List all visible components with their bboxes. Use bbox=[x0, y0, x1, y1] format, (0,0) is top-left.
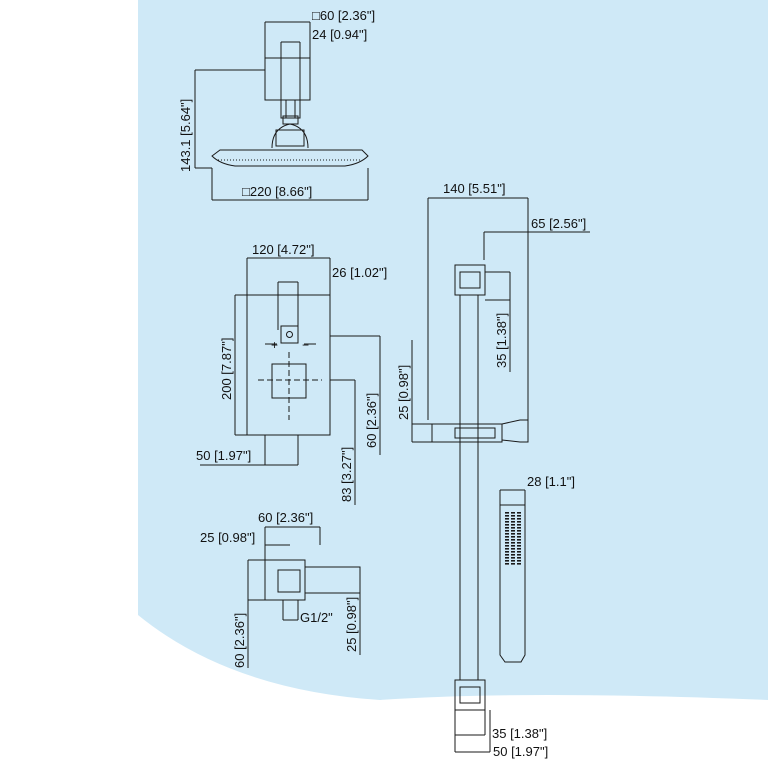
label-outlet-depth: 25 [0.98"] bbox=[344, 597, 359, 652]
label-head-square: □220 [8.66"] bbox=[242, 184, 312, 199]
spray-hole bbox=[511, 557, 515, 559]
spray-hole bbox=[517, 542, 521, 544]
spray-hole bbox=[505, 533, 509, 535]
label-bar-offset: 65 [2.56"] bbox=[531, 216, 586, 231]
spray-hole bbox=[517, 539, 521, 541]
valve-plate-drawing bbox=[200, 257, 381, 505]
spray-hole bbox=[517, 554, 521, 556]
spray-hole bbox=[517, 527, 521, 529]
spray-hole bbox=[511, 530, 515, 532]
spray-hole bbox=[511, 521, 515, 523]
spray-hole bbox=[517, 512, 521, 514]
spray-hole bbox=[517, 536, 521, 538]
spray-hole bbox=[511, 551, 515, 553]
spray-hole bbox=[505, 563, 509, 565]
spray-hole bbox=[511, 536, 515, 538]
shower-head-drawing bbox=[194, 21, 369, 201]
spray-hole bbox=[511, 545, 515, 547]
spray-hole bbox=[505, 542, 509, 544]
label-handset-width: 28 [1.1"] bbox=[527, 474, 575, 489]
label-minus: − bbox=[302, 338, 309, 352]
label-bar-width: 140 [5.51"] bbox=[443, 181, 505, 196]
spray-hole bbox=[505, 548, 509, 550]
spray-hole bbox=[511, 542, 515, 544]
spray-hole bbox=[511, 524, 515, 526]
label-bottom-width: 50 [1.97"] bbox=[493, 744, 548, 759]
spray-hole bbox=[505, 524, 509, 526]
spray-hole bbox=[517, 515, 521, 517]
spray-hole bbox=[517, 530, 521, 532]
spray-hole bbox=[511, 548, 515, 550]
spray-hole bbox=[505, 539, 509, 541]
spray-hole bbox=[517, 551, 521, 553]
label-lower-offset: 60 [2.36"] bbox=[364, 393, 379, 448]
spray-hole bbox=[511, 533, 515, 535]
spray-hole bbox=[511, 518, 515, 520]
label-bottom-bracket: 35 [1.38"] bbox=[492, 726, 547, 741]
label-plate-depth: 83 [3.27"] bbox=[339, 447, 354, 502]
label-arm-width: 24 [0.94"] bbox=[312, 27, 367, 42]
spray-hole bbox=[511, 554, 515, 556]
spray-hole bbox=[511, 527, 515, 529]
spray-hole bbox=[505, 527, 509, 529]
spray-hole bbox=[505, 551, 509, 553]
label-outlet-offset: 25 [0.98"] bbox=[200, 530, 255, 545]
spray-hole bbox=[505, 554, 509, 556]
spray-hole bbox=[517, 533, 521, 535]
spray-hole bbox=[505, 545, 509, 547]
spray-hole bbox=[517, 563, 521, 565]
label-plate-width: 120 [4.72"] bbox=[252, 242, 314, 257]
spray-hole bbox=[505, 560, 509, 562]
label-plus: + bbox=[271, 338, 278, 352]
spray-hole bbox=[517, 548, 521, 550]
label-plate-bottom: 50 [1.97"] bbox=[196, 448, 251, 463]
spray-hole bbox=[517, 560, 521, 562]
spray-hole bbox=[505, 536, 509, 538]
label-holder-height: 25 [0.98"] bbox=[396, 365, 411, 420]
slide-bar-drawing bbox=[411, 197, 590, 753]
label-outlet-thread: G1/2" bbox=[300, 610, 333, 625]
spray-hole bbox=[511, 560, 515, 562]
dimension-labels: □60 [2.36"] 24 [0.94"] 143.1 [5.64"] □22… bbox=[178, 8, 586, 759]
spray-hole bbox=[511, 512, 515, 514]
label-knob-offset: 26 [1.02"] bbox=[332, 265, 387, 280]
spray-hole bbox=[511, 563, 515, 565]
label-outlet-height: 60 [2.36"] bbox=[232, 613, 247, 668]
spray-hole bbox=[517, 518, 521, 520]
spray-hole bbox=[511, 539, 515, 541]
background-panel bbox=[138, 0, 768, 700]
handset-spray-pattern bbox=[505, 512, 521, 565]
spray-hole bbox=[505, 518, 509, 520]
spray-hole bbox=[505, 521, 509, 523]
label-plate-height: 200 [7.87"] bbox=[219, 338, 234, 400]
spray-hole bbox=[505, 515, 509, 517]
spray-hole bbox=[511, 515, 515, 517]
label-outlet-width: 60 [2.36"] bbox=[258, 510, 313, 525]
label-bracket-height: 35 [1.38"] bbox=[494, 313, 509, 368]
outlet-drawing bbox=[247, 526, 361, 668]
spray-hole bbox=[517, 545, 521, 547]
label-arm-square: □60 [2.36"] bbox=[312, 8, 375, 23]
spray-hole bbox=[517, 557, 521, 559]
spray-hole bbox=[505, 512, 509, 514]
label-head-height: 143.1 [5.64"] bbox=[178, 99, 193, 172]
spray-hole bbox=[505, 557, 509, 559]
spray-hole bbox=[517, 524, 521, 526]
spray-hole bbox=[517, 521, 521, 523]
spray-hole bbox=[505, 530, 509, 532]
